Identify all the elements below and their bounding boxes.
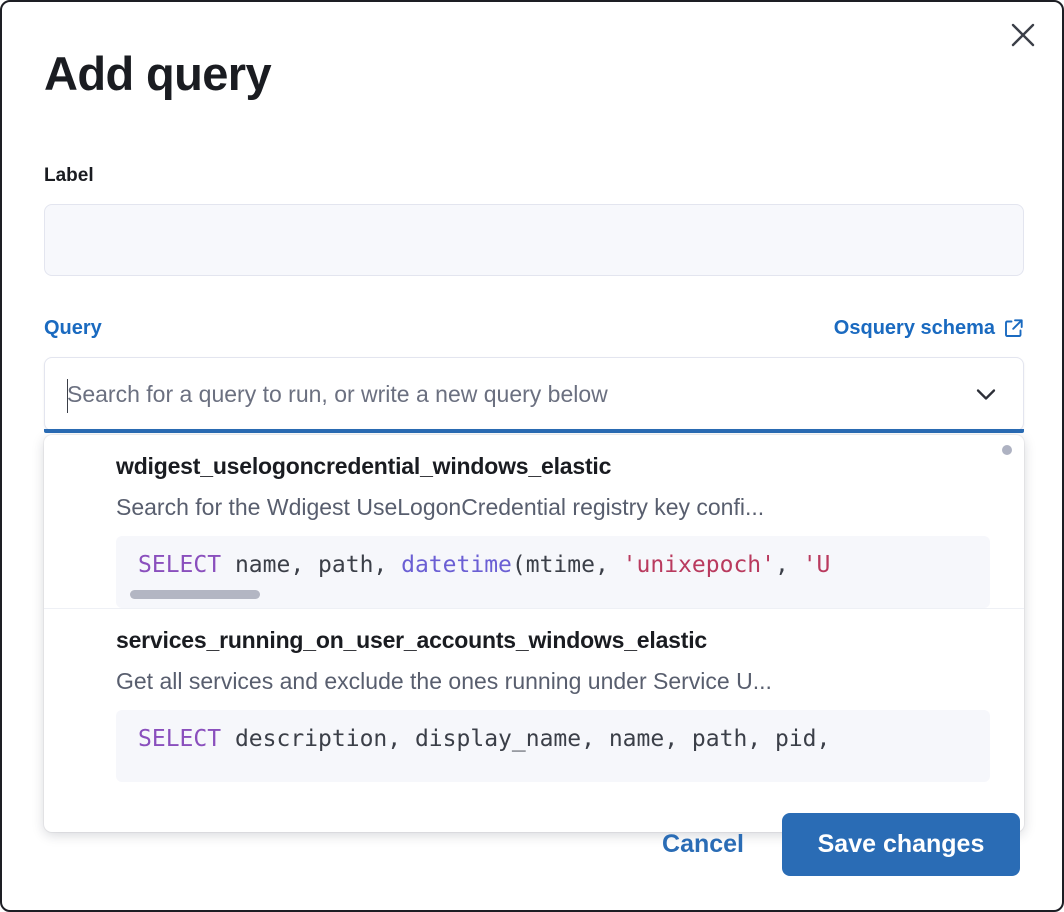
list-item[interactable]: services_running_on_user_accounts_window… bbox=[44, 608, 1024, 782]
query-search-combobox[interactable]: Search for a query to run, or write a ne… bbox=[44, 357, 1024, 431]
external-link-icon bbox=[1004, 318, 1024, 338]
option-title: wdigest_uselogoncredential_windows_elast… bbox=[116, 453, 612, 479]
label-field-label: Label bbox=[44, 165, 94, 186]
option-description: Get all services and exclude the ones ru… bbox=[116, 668, 772, 694]
dropdown-scrollbar[interactable] bbox=[1002, 445, 1012, 455]
option-title: services_running_on_user_accounts_window… bbox=[116, 627, 707, 653]
query-field-header: Query Osquery schema bbox=[44, 314, 1024, 342]
option-code-block: SELECT description, display_name, name, … bbox=[116, 710, 990, 782]
option-description: Search for the Wdigest UseLogonCredentia… bbox=[116, 494, 765, 520]
cancel-button[interactable]: Cancel bbox=[644, 820, 762, 869]
modal-footer: Cancel Save changes bbox=[644, 813, 1020, 876]
option-code-line: SELECT name, path, datetime(mtime, 'unix… bbox=[138, 552, 831, 578]
query-search-input[interactable]: Search for a query to run, or write a ne… bbox=[67, 381, 608, 407]
close-icon bbox=[1010, 22, 1036, 48]
page-title: Add query bbox=[44, 47, 272, 100]
text-cursor bbox=[67, 379, 68, 413]
label-input[interactable] bbox=[44, 204, 1024, 276]
chevron-down-icon[interactable] bbox=[969, 377, 1003, 411]
input-focus-underline bbox=[44, 429, 1024, 433]
list-item[interactable]: wdigest_uselogoncredential_windows_elast… bbox=[44, 435, 1024, 608]
code-horizontal-scrollbar[interactable] bbox=[130, 590, 260, 599]
save-changes-button[interactable]: Save changes bbox=[782, 813, 1020, 876]
option-code-block: SELECT name, path, datetime(mtime, 'unix… bbox=[116, 536, 990, 608]
osquery-schema-link-label: Osquery schema bbox=[833, 317, 995, 339]
osquery-schema-link[interactable]: Osquery schema bbox=[834, 315, 1024, 341]
query-suggestions-dropdown: wdigest_uselogoncredential_windows_elast… bbox=[44, 435, 1024, 832]
close-button[interactable] bbox=[1002, 14, 1044, 56]
option-code-line: SELECT description, display_name, name, … bbox=[138, 726, 831, 752]
query-field-label: Query bbox=[44, 317, 102, 339]
